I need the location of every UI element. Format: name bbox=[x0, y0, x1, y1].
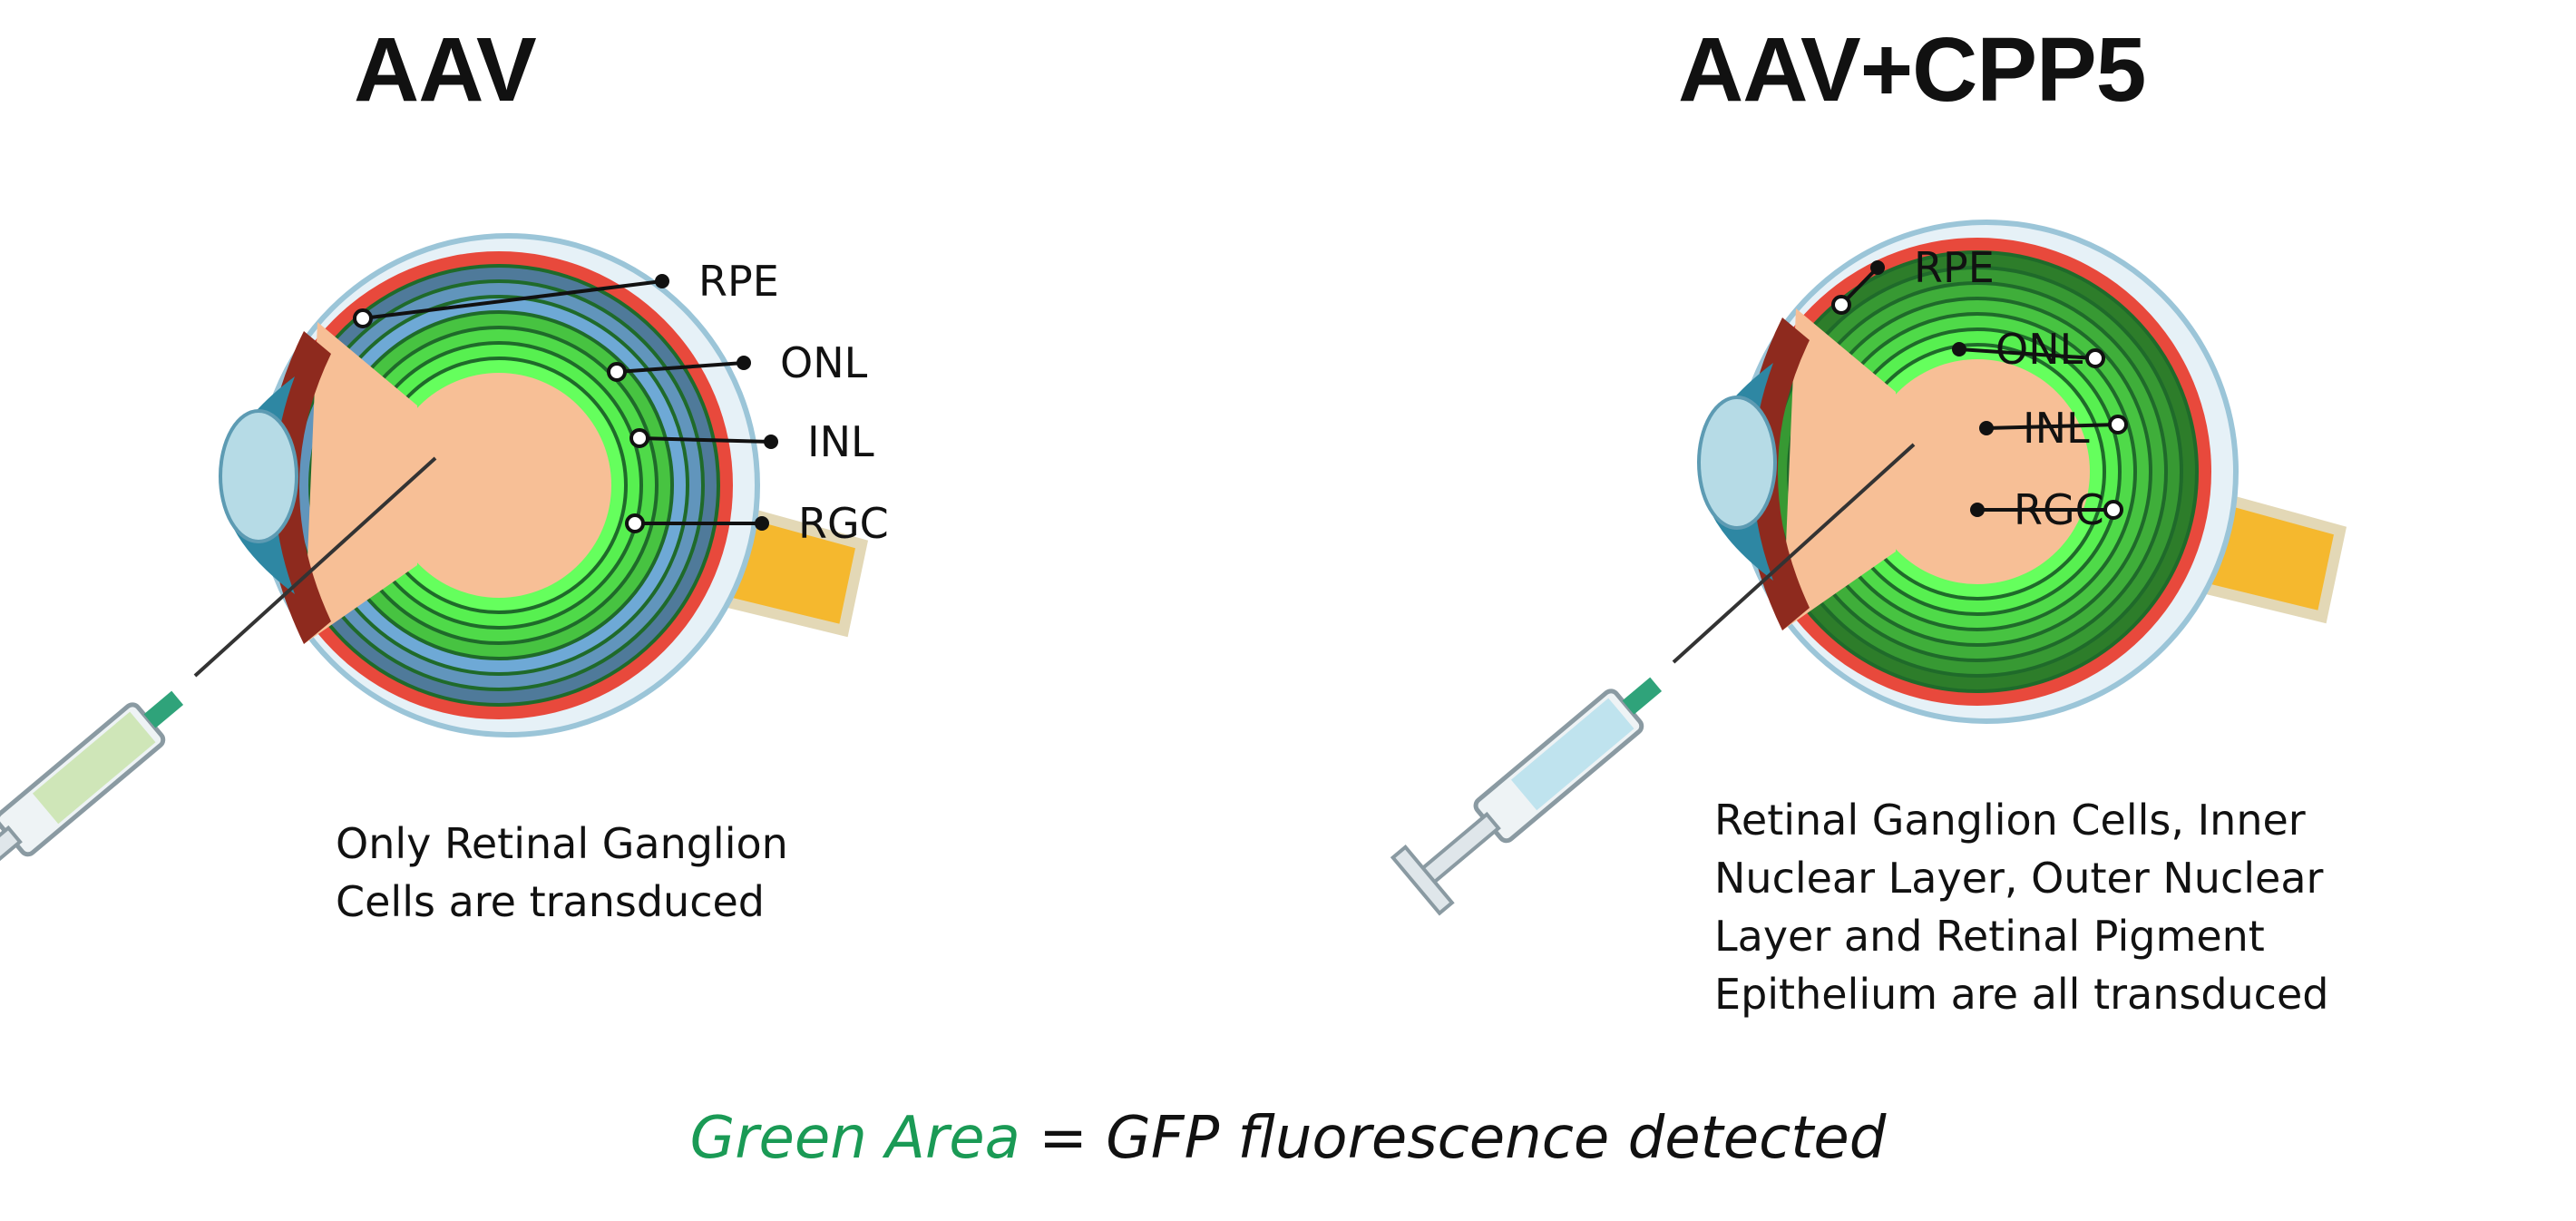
leader-endpoint bbox=[737, 356, 751, 370]
leader-endpoint bbox=[1870, 260, 1885, 275]
vitreous-body bbox=[386, 373, 611, 598]
leader-endpoint bbox=[1979, 421, 1994, 435]
leader-line bbox=[1958, 347, 2096, 360]
caption-line: Cells are transduced bbox=[336, 877, 765, 926]
leader-endpoint bbox=[1970, 503, 1985, 517]
needle bbox=[1672, 443, 1916, 664]
leader-line bbox=[616, 361, 745, 374]
leader-anchor bbox=[353, 308, 373, 328]
layer-label-rgc: RGC bbox=[798, 499, 889, 548]
syringe-fluid bbox=[1510, 698, 1634, 811]
leader-anchor bbox=[2108, 415, 2128, 435]
leader-line bbox=[1986, 423, 2119, 430]
vitreous-body bbox=[1865, 359, 2090, 584]
lens bbox=[1697, 396, 1777, 530]
leader-endpoint bbox=[655, 274, 669, 288]
layer-label-rgc: RGC bbox=[2014, 485, 2104, 534]
panel-title: AAV bbox=[354, 19, 537, 121]
layer-label-onl: ONL bbox=[780, 338, 868, 387]
legend-text: = GFP fluorescence detected bbox=[1020, 1105, 1887, 1172]
panel-caption: Only Retinal Ganglion Cells are transduc… bbox=[336, 815, 788, 931]
syringe-hub bbox=[143, 690, 184, 728]
layer-label-inl: INL bbox=[2023, 404, 2090, 453]
leader-anchor bbox=[1831, 295, 1851, 315]
leader-anchor bbox=[2085, 348, 2105, 368]
syringe-plunger bbox=[1418, 811, 1501, 886]
vitreous-anterior bbox=[304, 322, 417, 644]
panel-caption: Retinal Ganglion Cells, Inner Nuclear La… bbox=[1714, 791, 2328, 1023]
leader-endpoint bbox=[1952, 342, 1966, 357]
leader-line bbox=[639, 436, 772, 444]
layer-label-inl: INL bbox=[807, 417, 874, 466]
leader-endpoint bbox=[764, 435, 778, 449]
syringe bbox=[0, 690, 184, 900]
layer-label-rpe: RPE bbox=[698, 257, 779, 306]
caption-line: Retinal Ganglion Cells, Inner bbox=[1714, 796, 2306, 845]
needle bbox=[193, 456, 437, 678]
panel-title: AAV+CPP5 bbox=[1678, 19, 2146, 121]
leader-endpoint bbox=[755, 516, 769, 531]
syringe-hub bbox=[1622, 677, 1663, 715]
layer-label-rpe: RPE bbox=[1914, 243, 1995, 292]
leader-anchor bbox=[2103, 500, 2123, 520]
leader-line bbox=[362, 279, 663, 320]
syringe-thumb bbox=[1390, 845, 1455, 916]
caption-line: Nuclear Layer, Outer Nuclear bbox=[1714, 854, 2324, 903]
color-legend: Green Area = GFP fluorescence detected bbox=[0, 1105, 2576, 1172]
layer-label-onl: ONL bbox=[1995, 325, 2083, 374]
caption-line: Only Retinal Ganglion bbox=[336, 819, 788, 868]
caption-line: Layer and Retinal Pigment bbox=[1714, 912, 2265, 961]
syringe bbox=[1390, 677, 1663, 916]
leader-anchor bbox=[607, 362, 627, 382]
leader-anchor bbox=[629, 428, 649, 448]
legend-key: Green Area bbox=[689, 1105, 1020, 1172]
caption-line: Epithelium are all transduced bbox=[1714, 970, 2329, 1019]
leader-anchor bbox=[625, 513, 645, 533]
lens bbox=[219, 409, 298, 543]
syringe-fluid bbox=[32, 711, 156, 825]
syringe-plunger bbox=[0, 825, 23, 900]
vitreous-anterior bbox=[1782, 308, 1896, 630]
